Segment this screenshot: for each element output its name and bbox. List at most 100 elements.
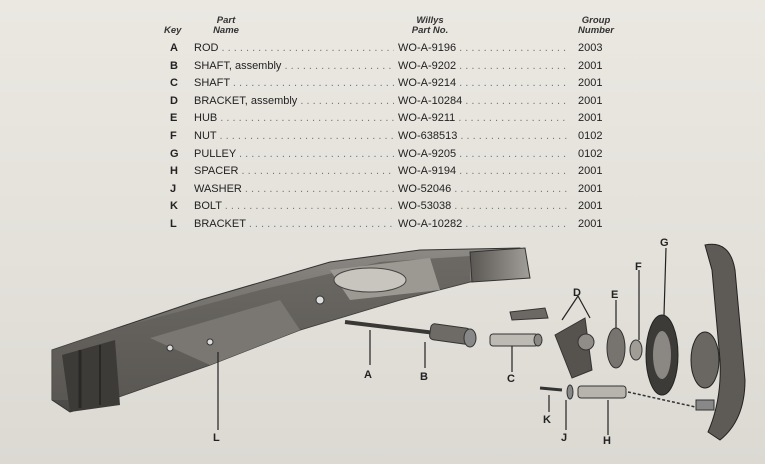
- header-willys-line2: Part No.: [411, 25, 449, 36]
- row-part-number-text: WO-A-9214: [398, 77, 457, 90]
- row-part-name: HUB . . . . . . . . . . . . . . . . . . …: [194, 112, 394, 124]
- dot-leader: . . . . . . . . . . . . . . . . . . . . …: [224, 200, 394, 213]
- row-part-number-text: WO-A-9205: [398, 147, 457, 160]
- row-key: A: [170, 42, 178, 54]
- header-willys-part-no: Willys Part No.: [398, 16, 462, 36]
- row-part-name-text: BRACKET: [194, 218, 246, 230]
- row-group-number: 2001: [578, 182, 603, 195]
- row-key: F: [170, 130, 177, 142]
- callout-leaders: [217, 247, 667, 435]
- pulley-and-fan: [645, 243, 746, 441]
- row-key: K: [170, 200, 178, 213]
- header-part-name-line2: Name: [213, 25, 239, 36]
- dot-leader: . . . . . . . . . . . . . . . . . . . . …: [241, 165, 394, 178]
- header-group-line2: Number: [578, 25, 614, 36]
- row-part-name: SHAFT, assembly . . . . . . . . . . . . …: [194, 60, 394, 72]
- row-part-name: ROD . . . . . . . . . . . . . . . . . . …: [194, 42, 394, 54]
- row-group-number: 2001: [578, 112, 603, 125]
- dot-leader: . . . . . . . . . . . . . . . . . . . . …: [244, 182, 394, 195]
- dot-leader: . . . . . . . . . . . . . . . . . . . . …: [459, 42, 568, 54]
- table-row: B SHAFT, assembly . . . . . . . . . . . .…: [170, 60, 620, 77]
- dot-leader: . . . . . . . . . . . . . . . . . . . . …: [454, 200, 568, 213]
- row-part-number-text: WO-A-9202: [398, 59, 457, 72]
- row-part-number-text: WO-A-9211: [398, 112, 456, 125]
- row-part-name-text: SPACER: [194, 165, 239, 178]
- dot-leader: . . . . . . . . . . . . . . . . . . . . …: [465, 94, 568, 107]
- row-group-number: 2001: [578, 94, 603, 107]
- row-part-name: SPACER . . . . . . . . . . . . . . . . .…: [194, 165, 394, 177]
- callout-d: D: [573, 287, 581, 299]
- header-group-number: Group Number: [571, 16, 621, 36]
- dot-leader: . . . . . . . . . . . . . . . . . . . . …: [232, 77, 394, 90]
- row-part-number: WO-53038 . . . . . . . . . . . . . . . .…: [398, 200, 568, 212]
- bracket-assembly: [509, 307, 595, 379]
- callout-l: L: [213, 432, 220, 444]
- callout-f: F: [635, 261, 642, 273]
- frame-crossmember: [51, 247, 531, 413]
- row-part-name-text: WASHER: [194, 182, 242, 195]
- row-key: G: [170, 147, 179, 160]
- row-part-name: NUT . . . . . . . . . . . . . . . . . . …: [194, 130, 394, 142]
- row-part-number: WO-A-9205 . . . . . . . . . . . . . . . …: [398, 148, 568, 160]
- dot-leader: . . . . . . . . . . . . . . . . . . . . …: [248, 218, 394, 230]
- row-key: J: [170, 182, 177, 195]
- dot-leader: . . . . . . . . . . . . . . . . . . . . …: [465, 218, 568, 230]
- header-key: Key: [164, 25, 182, 36]
- dot-leader: . . . . . . . . . . . . . . . . . . . . …: [300, 94, 394, 107]
- row-group-number: 2001: [578, 59, 603, 72]
- dot-leader: . . . . . . . . . . . . . . . . . . . . …: [219, 130, 394, 142]
- row-part-name: PULLEY . . . . . . . . . . . . . . . . .…: [194, 148, 394, 160]
- row-group-number: 0102: [578, 130, 603, 142]
- dot-leader: . . . . . . . . . . . . . . . . . . . . …: [459, 147, 568, 160]
- dot-leader: . . . . . . . . . . . . . . . . . . . . …: [454, 182, 568, 195]
- dot-leader: . . . . . . . . . . . . . . . . . . . . …: [221, 42, 395, 54]
- header-part-name-line1: Part: [216, 15, 236, 26]
- rod-assembly: [344, 320, 543, 348]
- table-row: A ROD . . . . . . . . . . . . . . . . . .…: [170, 42, 620, 59]
- row-key: D: [170, 94, 178, 107]
- row-part-number: WO-A-9211 . . . . . . . . . . . . . . . …: [398, 112, 568, 124]
- dot-leader: . . . . . . . . . . . . . . . . . . . . …: [458, 112, 568, 125]
- header-group-line1: Group: [581, 15, 611, 26]
- row-group-number: 0102: [578, 147, 603, 160]
- row-part-name: SHAFT . . . . . . . . . . . . . . . . . …: [194, 77, 394, 89]
- row-part-name: BOLT . . . . . . . . . . . . . . . . . .…: [194, 200, 394, 212]
- callout-h: H: [603, 435, 611, 447]
- row-part-name-text: SHAFT: [194, 77, 230, 90]
- header-part-name: Part Name: [196, 16, 256, 36]
- row-part-name-text: PULLEY: [194, 147, 236, 160]
- dot-leader: . . . . . . . . . . . . . . . . . . . . …: [459, 77, 568, 90]
- row-part-number: WO-638513 . . . . . . . . . . . . . . . …: [398, 130, 568, 142]
- dot-leader: . . . . . . . . . . . . . . . . . . . . …: [459, 59, 568, 72]
- row-key: C: [170, 77, 178, 90]
- table-row: F NUT . . . . . . . . . . . . . . . . . .…: [170, 130, 620, 147]
- row-part-number: WO-A-10282 . . . . . . . . . . . . . . .…: [398, 218, 568, 230]
- row-part-number-text: WO-A-9196: [398, 42, 457, 54]
- dot-leader: . . . . . . . . . . . . . . . . . . . . …: [460, 130, 568, 142]
- row-part-name: BRACKET . . . . . . . . . . . . . . . . …: [194, 218, 394, 230]
- row-part-name: BRACKET, assembly . . . . . . . . . . . …: [194, 95, 394, 107]
- callout-e: E: [611, 289, 618, 301]
- row-part-number: WO-A-9194 . . . . . . . . . . . . . . . …: [398, 165, 568, 177]
- callout-g: G: [660, 237, 669, 249]
- row-part-number-text: WO-A-10284: [398, 94, 463, 107]
- row-key: L: [170, 218, 177, 230]
- row-part-number: WO-52046 . . . . . . . . . . . . . . . .…: [398, 183, 568, 195]
- row-group-number: 2001: [578, 165, 603, 178]
- table-row: K BOLT . . . . . . . . . . . . . . . . . …: [170, 200, 620, 217]
- row-group-number: 2001: [578, 218, 603, 230]
- row-part-number: WO-A-9214 . . . . . . . . . . . . . . . …: [398, 77, 568, 89]
- table-row: G PULLEY . . . . . . . . . . . . . . . . …: [170, 148, 620, 165]
- row-part-number-text: WO-53038: [398, 200, 452, 213]
- hub-and-nut: [606, 327, 643, 369]
- dot-leader: . . . . . . . . . . . . . . . . . . . . …: [220, 112, 394, 125]
- row-group-number: 2001: [578, 200, 603, 213]
- row-key: B: [170, 59, 178, 72]
- row-part-number: WO-A-9196 . . . . . . . . . . . . . . . …: [398, 42, 568, 54]
- row-part-number-text: WO-A-10282: [398, 218, 463, 230]
- dot-leader: . . . . . . . . . . . . . . . . . . . . …: [459, 165, 568, 178]
- callout-a: A: [364, 369, 372, 381]
- dot-leader: . . . . . . . . . . . . . . . . . . . . …: [284, 59, 394, 72]
